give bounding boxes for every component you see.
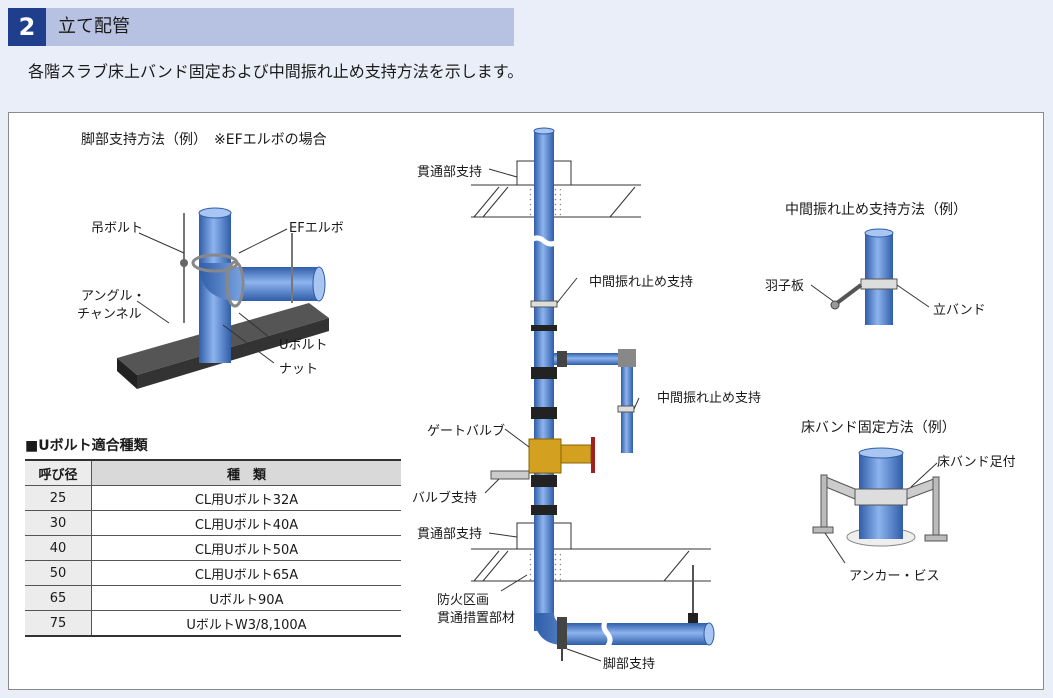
label-channel: チャンネル — [77, 307, 142, 322]
label-through-support-bottom: 貫通部支持 — [417, 527, 483, 542]
cell-size: 75 — [25, 610, 92, 637]
label-mid-sway-1: 中間振れ止め支持 — [589, 275, 694, 290]
cell-type: UボルトW3/8,100A — [91, 610, 401, 637]
label-penetration-material: 貫通措置部材 — [437, 611, 516, 626]
section-header: 2 立て配管 — [8, 8, 514, 46]
mid-method-title: 中間振れ止め支持方法（例） — [785, 202, 967, 218]
label-leg-support: 脚部支持 — [603, 657, 656, 672]
label-through-support-top: 貫通部支持 — [417, 165, 483, 180]
label-u-bolt: Uボルト — [279, 338, 328, 353]
header-size: 呼び径 — [25, 459, 92, 486]
label-hanger-bolt: 吊ボルト — [91, 221, 144, 236]
label-wing-plate: 羽子板 — [765, 279, 805, 294]
diagram-panel: 脚部支持方法（例） ※EFエルボの場合 吊ボルト EFエルボ アングル・ チャン… — [8, 112, 1044, 690]
riser-diagram — [471, 127, 715, 662]
label-gate-valve: ゲートバルブ — [427, 424, 506, 439]
cell-type: CL用Uボルト32A — [91, 485, 401, 511]
leg-support-illustration — [117, 207, 329, 389]
cell-type: CL用Uボルト65A — [91, 560, 401, 586]
cell-size: 65 — [25, 585, 92, 611]
mid-sway-illustration — [810, 228, 930, 325]
cell-size: 25 — [25, 485, 92, 511]
header-type: 種 類 — [91, 459, 401, 486]
cell-size: 30 — [25, 510, 92, 536]
section-subtitle: 各階スラブ床上バンド固定および中間振れ止め支持方法を示します。 — [28, 62, 524, 81]
label-angle: アングル・ — [81, 289, 146, 304]
label-fire-compartment: 防火区画 — [437, 593, 490, 608]
label-valve-support: バルブ支持 — [412, 491, 478, 506]
cell-type: CL用Uボルト40A — [91, 510, 401, 536]
floor-band-illustration — [812, 447, 948, 564]
cell-type: Uボルト90A — [91, 585, 401, 611]
label-riser-band: 立バンド — [933, 303, 986, 318]
label-anchor-screw: アンカー・ビス — [849, 569, 940, 584]
label-floor-band-leg: 床バンド足付 — [937, 455, 1016, 470]
cell-type: CL用Uボルト50A — [91, 535, 401, 561]
floor-method-title: 床バンド固定方法（例） — [801, 420, 956, 436]
label-nut: ナット — [279, 362, 319, 377]
cell-size: 40 — [25, 535, 92, 561]
section-title: 立て配管 — [58, 16, 130, 37]
ubolt-table-title: ■Uボルト適合種類 — [25, 438, 148, 454]
label-ef-elbow: EFエルボ — [289, 221, 344, 236]
piping-diagram — [117, 127, 948, 662]
label-mid-sway-2: 中間振れ止め支持 — [657, 391, 762, 406]
section-number: 2 — [8, 8, 46, 46]
leg-support-title: 脚部支持方法（例） ※EFエルボの場合 — [81, 132, 327, 148]
cell-size: 50 — [25, 560, 92, 586]
